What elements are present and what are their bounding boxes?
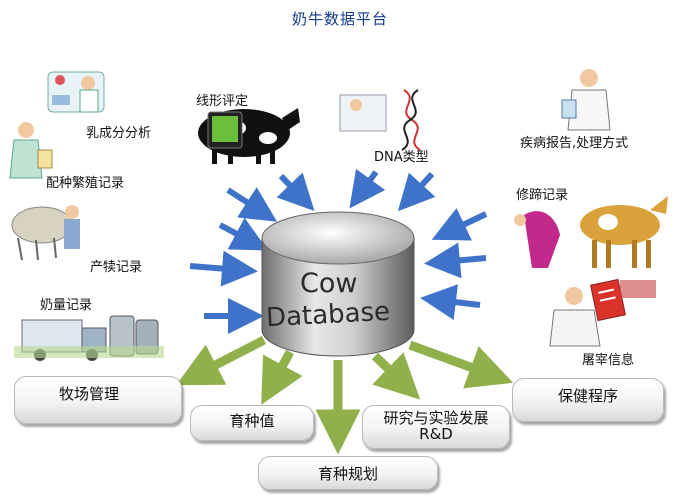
input-arrow [226,187,278,222]
box-breeding-value: 育种值 [190,405,314,441]
box-breeding-plan: 育种规划 [258,456,438,490]
box-health-program: 保健程序 [512,378,664,422]
output-arrow [261,349,303,405]
label-dna-type: DNA类型 [374,150,429,165]
box-research-line1: 研究与实验发展 [383,409,489,427]
box-research-line2: R&D [419,425,453,443]
label-hoof-trimming: 修蹄记录 [516,188,569,203]
input-arrow [218,217,268,251]
input-arrow [189,250,258,287]
database-label-line1: Cow [300,268,358,299]
input-arrow [431,208,488,241]
milk-truck-illustration [14,315,164,361]
box-farm-management: 牧场管理 [14,376,182,424]
diagram-title: 奶牛数据平台 [291,10,388,28]
input-arrow [276,172,315,212]
butcher-illustration [549,278,656,347]
calving-illustration [11,205,80,261]
nurse-illustration [9,122,53,179]
box-farm-management-label: 牧场管理 [59,385,120,403]
output-arrow [175,335,267,386]
label-milk-composition: 乳成分分析 [86,126,152,141]
label-linear-scoring: 线形评定 [196,94,249,109]
input-arrow [424,242,487,279]
doctor-illustration [561,69,611,131]
input-arrow [349,168,386,209]
hoof-trimming-illustration [514,196,668,268]
label-calving-records: 产犊记录 [90,260,143,275]
holstein-cow-illustration [198,108,300,164]
label-breeding-records: 配种繁殖记录 [46,176,125,191]
box-health-program-label: 保健程序 [557,387,618,405]
input-arrow [420,284,481,321]
label-disease-report: 疾病报告,处理方式 [520,136,629,151]
dna-lab-illustration [339,89,421,151]
output-arrow [371,352,421,400]
label-milk-yield-records: 奶量记录 [40,298,93,313]
label-slaughter-info: 屠宰信息 [582,353,635,368]
box-breeding-plan-label: 育种规划 [317,465,378,483]
lab-scientist-illustration [47,71,105,113]
output-arrow [408,340,514,389]
box-breeding-value-label: 育种值 [229,412,275,430]
input-arrow [397,171,436,212]
box-research-development: 研究与实验发展 R&D [362,405,510,449]
